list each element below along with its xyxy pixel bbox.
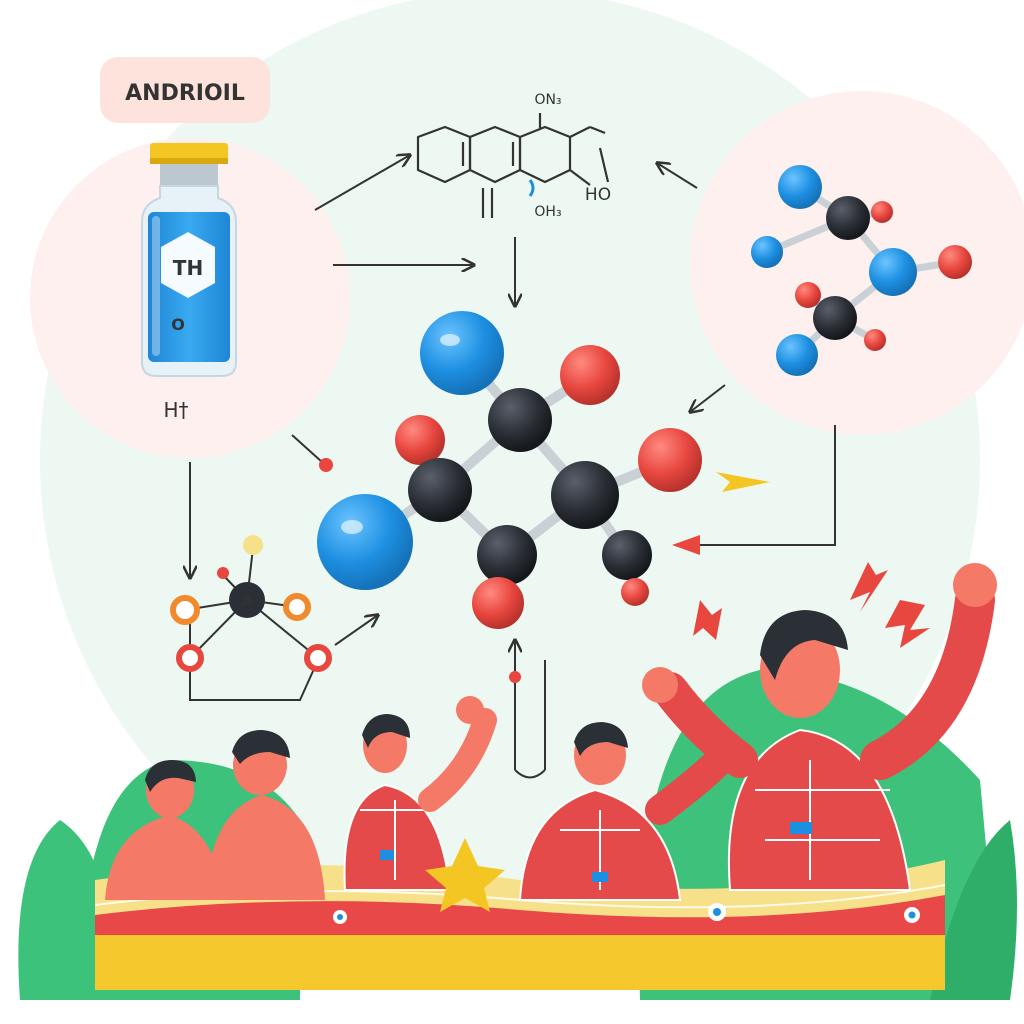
atom-nitrogen xyxy=(317,494,413,590)
arrow-loop-up xyxy=(514,660,546,770)
atom-carbon xyxy=(551,461,619,529)
zigzag-left xyxy=(693,600,722,640)
title-badge: ANDRIOIL xyxy=(100,57,270,123)
yellow-star xyxy=(425,838,505,912)
connector-right-loop xyxy=(690,425,836,546)
atom-oxygen xyxy=(472,577,524,629)
vial-label-top: TH xyxy=(173,256,203,280)
atom-oxygen xyxy=(621,578,649,606)
arrow-pointer-left xyxy=(291,434,323,463)
red-arrowhead xyxy=(672,535,700,555)
title-badge-text: ANDRIOIL xyxy=(125,81,245,106)
atom-carbon xyxy=(408,458,472,522)
atom-oxygen xyxy=(560,345,620,405)
right-molecule xyxy=(751,165,972,376)
atom-carbon xyxy=(488,388,552,452)
arrow-molecule-to-formula xyxy=(657,163,698,189)
vial-label-bottom: O xyxy=(171,315,185,334)
yellow-spark xyxy=(716,472,770,492)
formula-label-right: HO xyxy=(585,185,611,205)
molecule-backdrop-circle xyxy=(690,91,1024,435)
atom-oxygen xyxy=(638,428,702,492)
vial-icon: TH O xyxy=(141,143,237,377)
red-dot-left xyxy=(319,458,333,472)
arrow-molecule-to-center xyxy=(690,384,726,412)
person-3 xyxy=(343,696,497,891)
person-4 xyxy=(518,722,735,901)
flow-arrows xyxy=(190,155,836,779)
central-molecule xyxy=(317,311,702,629)
atom-oxygen xyxy=(395,415,445,465)
person-1 xyxy=(105,760,225,900)
person-2 xyxy=(205,730,325,900)
zigzag-upper xyxy=(885,600,930,648)
atom-nitrogen xyxy=(420,311,504,395)
vial-caption: H† xyxy=(163,398,188,422)
red-dot-loop xyxy=(509,671,521,683)
person-5 xyxy=(642,563,997,891)
people-group xyxy=(105,562,997,912)
zigzag-right xyxy=(850,562,888,612)
atom-carbon xyxy=(477,525,537,585)
arrow-small-to-center xyxy=(334,615,378,646)
formula-label-bottom: OH₃ xyxy=(534,204,561,220)
arrow-vial-to-formula xyxy=(314,155,410,211)
structural-formula xyxy=(416,113,610,218)
small-molecule-label: A xyxy=(241,592,253,610)
formula-label-top: ON₃ xyxy=(534,92,561,108)
small-molecule: A xyxy=(170,535,332,701)
atom-carbon xyxy=(602,530,652,580)
